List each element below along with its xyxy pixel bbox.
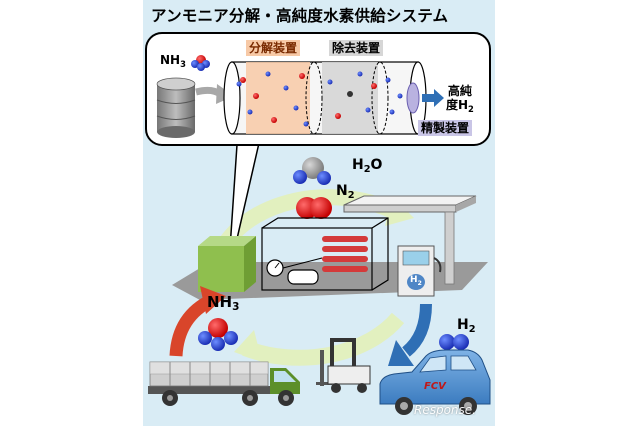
fcv-car	[379, 349, 491, 415]
red-supply-arrowhead	[200, 286, 226, 314]
forklift	[316, 338, 371, 393]
ammonia-drum-icon	[156, 77, 196, 138]
blue-supply-arrow	[402, 303, 432, 357]
fcv-label: FCV	[424, 381, 446, 392]
dispenser-h2-label: H2	[410, 275, 422, 287]
nh3-molecule-icon	[198, 318, 238, 351]
remover-label: 除去装置	[329, 40, 384, 56]
ammonia-delivery-truck	[148, 361, 300, 406]
remover-section	[322, 62, 378, 134]
blue-supply-arrowhead	[388, 340, 414, 366]
purifier-label: 精製装置	[418, 120, 473, 136]
nh3-molecule-icon-top	[191, 55, 210, 71]
callout-tail-join	[236, 132, 264, 138]
diagram-title: アンモニア分解・高純度水素供給システム	[151, 7, 449, 25]
decomposer-label: 分解装置	[246, 40, 301, 56]
cycle-arrow-bottom	[242, 312, 405, 366]
output-arrow	[422, 89, 444, 107]
callout-nh3-label: NH3	[160, 53, 186, 69]
n2-molecule-icon	[296, 197, 332, 219]
high-purity-h2-label: 高純 度H2	[446, 84, 474, 114]
h2o-molecule-icon	[293, 157, 331, 185]
feed-arrow	[195, 86, 223, 97]
nh3-label: NH3	[207, 293, 240, 313]
h2o-label: H2O	[352, 157, 383, 175]
hydrogen-unit	[261, 217, 389, 291]
h2-molecule-icon	[439, 334, 469, 350]
hydrogen-station	[343, 195, 477, 297]
reactor-tube	[223, 61, 427, 135]
nh3-storage-box	[198, 236, 256, 292]
n2-label: N2	[336, 183, 355, 201]
h2-label: H2	[457, 317, 476, 335]
cycle-arrowhead-bottom	[234, 330, 262, 362]
watermark: Response.	[414, 403, 476, 417]
purifier-membrane	[406, 82, 420, 114]
molecules-in-tube	[236, 71, 403, 127]
